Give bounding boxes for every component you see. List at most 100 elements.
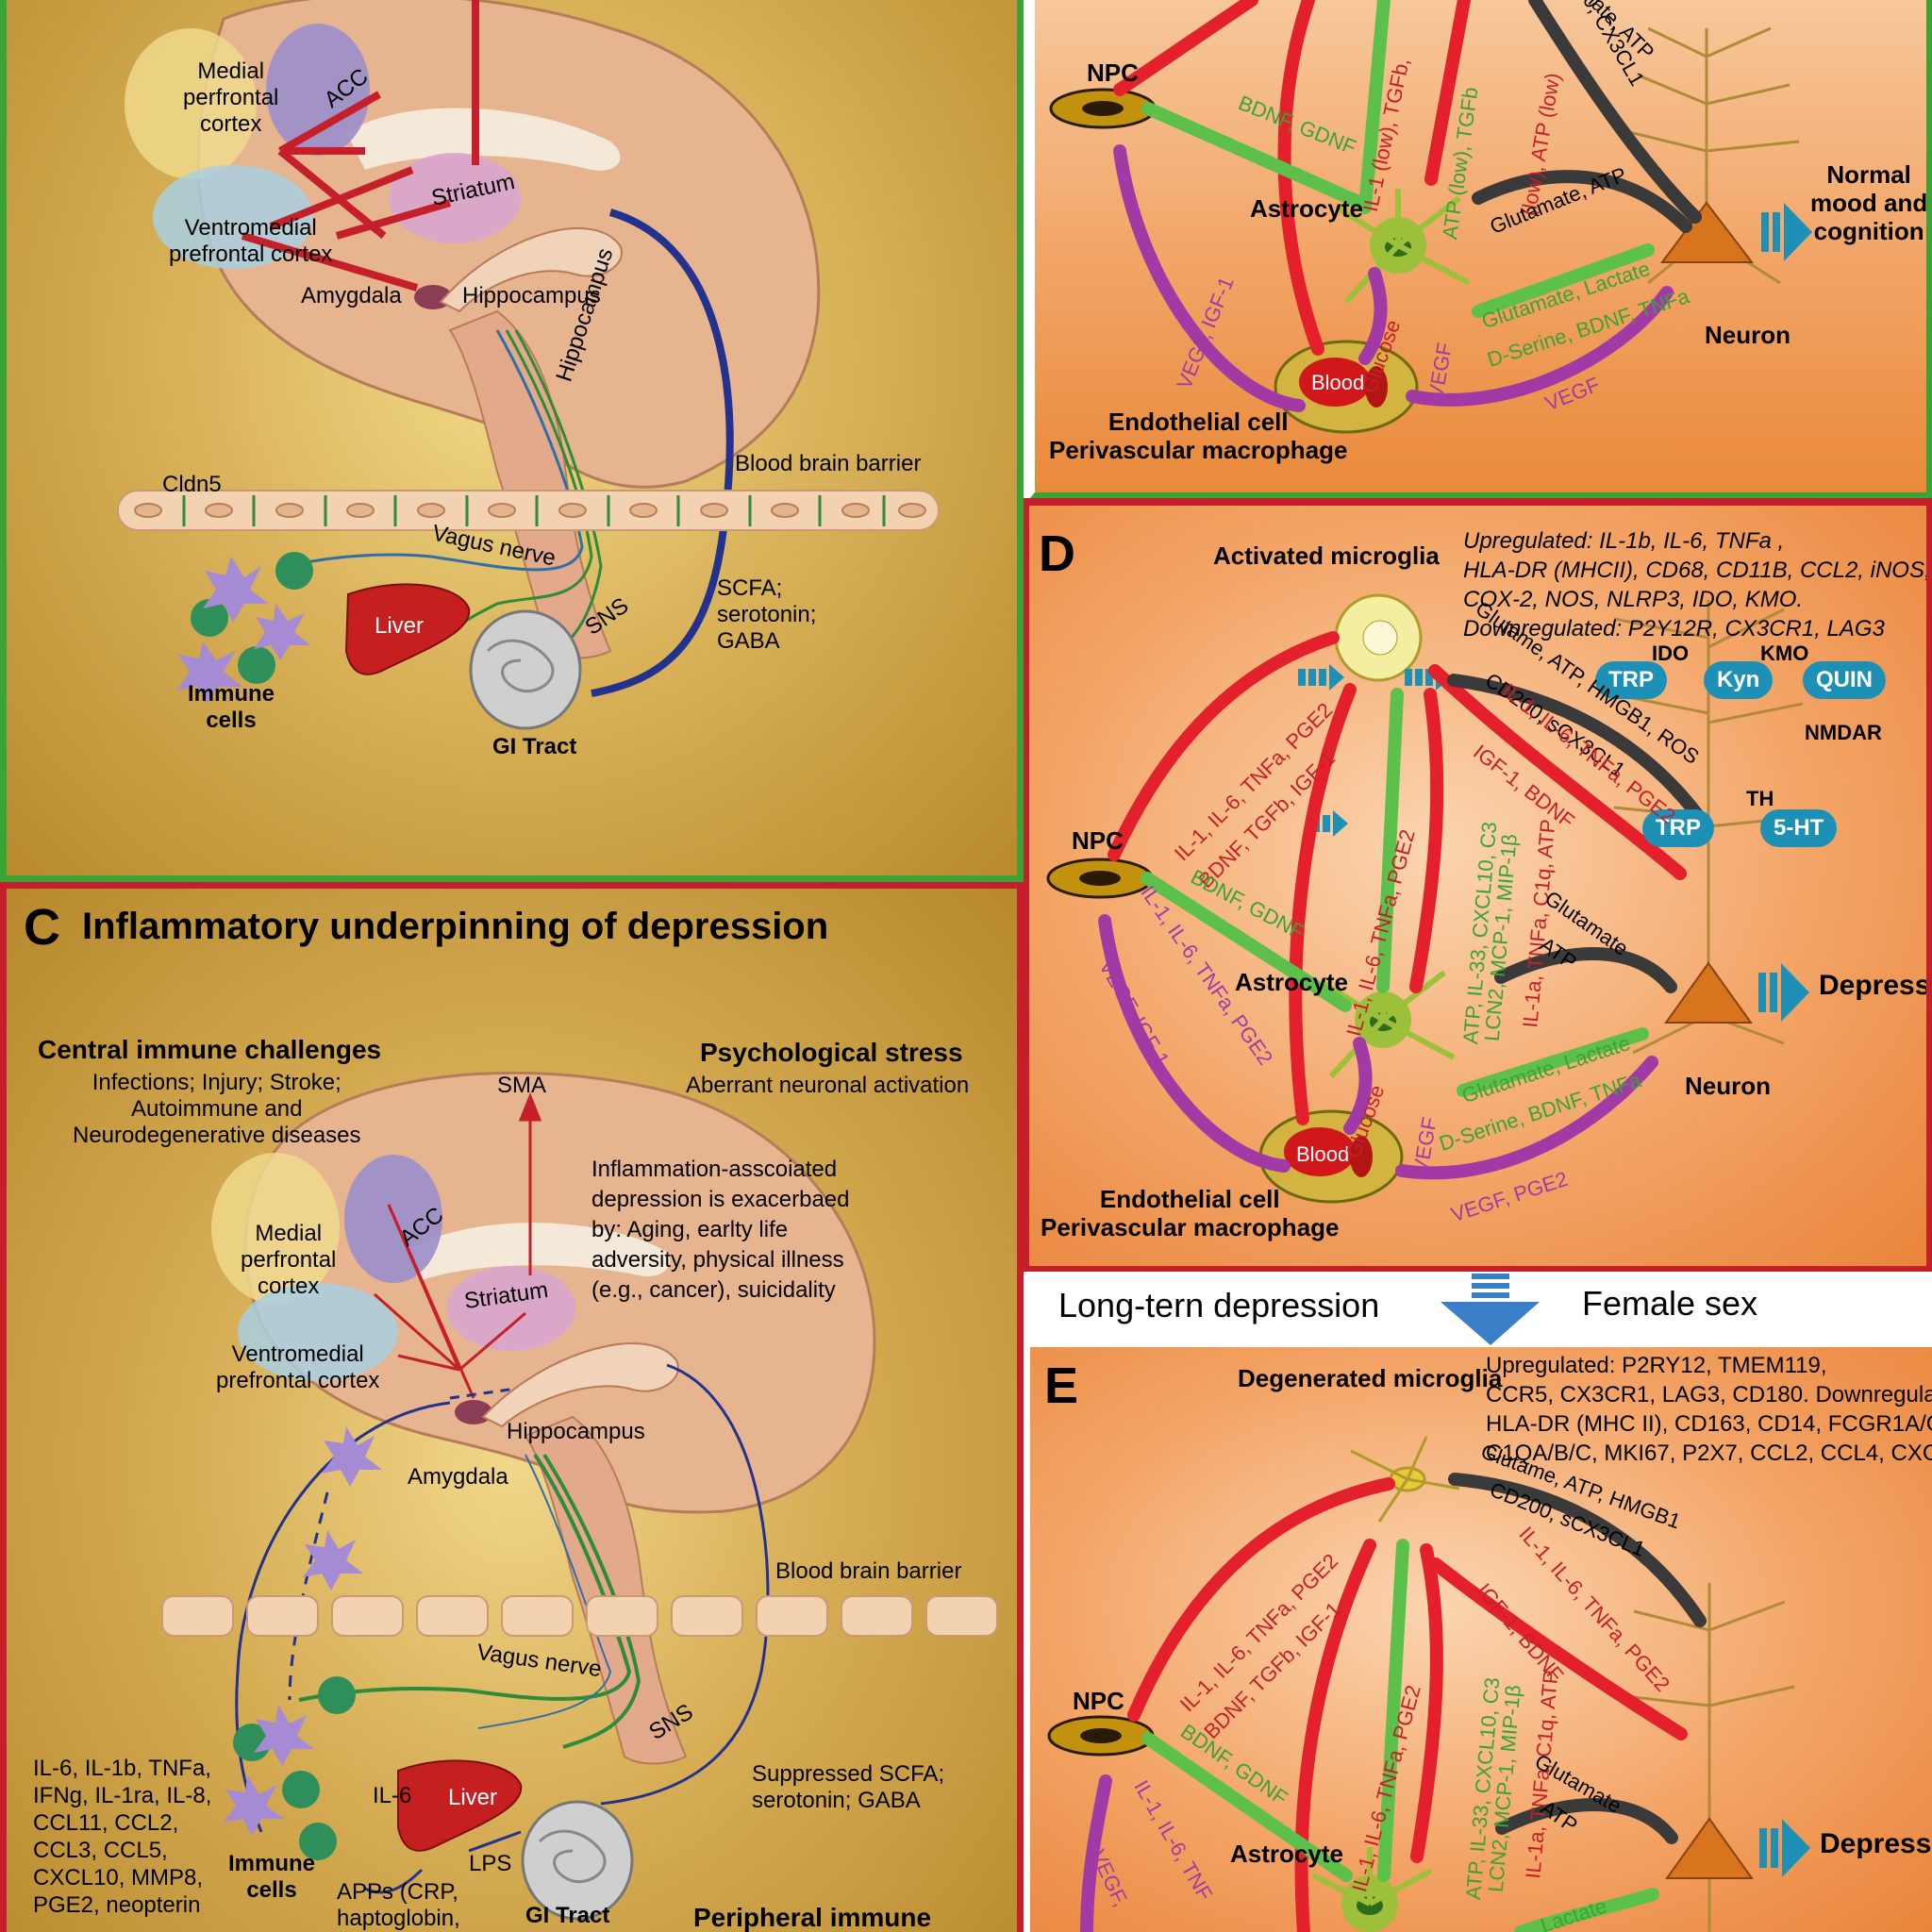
label-blood: Blood <box>1311 371 1365 394</box>
th-label: TH <box>1746 787 1774 810</box>
panel-c-letter: C <box>24 899 60 956</box>
label-npc-d: NPC <box>1072 826 1124 855</box>
trp-pill-2: TRP <box>1642 809 1714 847</box>
label-astrocyte-d: Astrocyte <box>1235 968 1348 996</box>
label-immune-cells-c: Immune cells <box>228 1851 316 1903</box>
neuron-soma-e <box>1665 1817 1754 1879</box>
label-normal-mood: Normal mood and cognition <box>1810 160 1928 245</box>
label-amygdala: Amygdala <box>301 283 402 308</box>
long-term-depression-label: Long-tern depression <box>1058 1286 1380 1324</box>
amygdala-region-c <box>455 1400 492 1424</box>
panel-e-degenerated-microglia: E Degenerated microglia Upregulated: P2R… <box>1030 1347 1932 1932</box>
acc-region <box>266 24 370 156</box>
label-blood-d: Blood <box>1296 1142 1350 1166</box>
panel-c-drawing <box>161 1071 998 1921</box>
psych-stress-title: Psychological stress <box>700 1038 963 1067</box>
kyn-pill: Kyn <box>1704 661 1774 699</box>
label-liver-c: Liver <box>448 1785 498 1810</box>
peripheral-immune-title: Peripheral immune <box>693 1903 932 1932</box>
panel-tr-drawing <box>1049 0 1812 434</box>
label-neuron: Neuron <box>1705 321 1790 349</box>
label-npc: NPC <box>1087 58 1139 87</box>
label-immune-cells: Immune cells <box>188 681 275 733</box>
label-vmpfc: Ventromedial prefrontal cortex <box>169 215 333 267</box>
central-challenges-title: Central immune challenges <box>38 1035 382 1064</box>
nmdar-label: NMDAR <box>1805 721 1882 744</box>
corpus-callosum-c <box>412 1223 671 1280</box>
label-amygdala-c: Amygdala <box>408 1464 508 1490</box>
astrocyte-cell-e <box>1311 1847 1433 1932</box>
liver-shape-c <box>397 1759 523 1852</box>
psych-stress-text: Aberrant neuronal activation <box>686 1073 970 1098</box>
panel-normal-brain-gut: Medial perfrontal cortex ACC Striatum Hi… <box>0 0 1024 882</box>
striatum-region <box>389 153 521 243</box>
label-liver: Liver <box>375 613 425 639</box>
label-endothelial: Endothelial cell Perivascular macrophage <box>1049 408 1348 464</box>
immune-cells-cluster <box>176 552 313 704</box>
panel-c-title: Inflammatory underpinning of depression <box>82 906 829 947</box>
degenerated-microglia-label: Degenerated microglia <box>1238 1364 1503 1392</box>
medial-pfc-region-c <box>211 1153 340 1304</box>
blood-brain-barrier-cells <box>117 490 940 531</box>
label-medial-pfc-c: Medial perfrontal cortex <box>241 1221 337 1299</box>
immune-brain-arrow <box>235 1401 451 1833</box>
label-bbb-c: Blood brain barrier <box>775 1558 962 1584</box>
neuron-soma-d <box>1664 961 1753 1024</box>
kmo-label: KMO <box>1760 641 1809 665</box>
panel-d-drawing <box>1046 593 1809 1204</box>
activated-microglia-cell <box>1334 593 1423 682</box>
label-cldn5: Cldn5 <box>162 472 222 497</box>
liver-shape <box>344 583 471 675</box>
blood-brain-barrier-cells-c <box>161 1595 998 1637</box>
immune-cells-cluster-c <box>224 1426 382 1860</box>
nerve-lines-c <box>298 1453 641 1749</box>
exacerbated-text: Inflammation-asscoiated depression is ex… <box>591 1157 850 1303</box>
signal-arrows <box>1113 0 1702 412</box>
normal-outcome-arrow <box>1761 203 1812 261</box>
label-medial-pfc: Medial perfrontal cortex <box>183 58 279 137</box>
label-npc-e: NPC <box>1073 1687 1124 1715</box>
corpus-callosum <box>346 108 621 171</box>
blood-vessel-d <box>1258 1109 1404 1204</box>
depression-arrow-d <box>1758 963 1809 1022</box>
label-scfa: SCFA; serotonin; GABA <box>717 575 817 654</box>
ht-pill: 5-HT <box>1760 809 1838 847</box>
circuit-arrows <box>241 0 479 291</box>
label-endothelial-d: Endothelial cell Perivascular macrophage <box>1041 1185 1340 1241</box>
signal-arrows-d <box>1098 631 1706 1180</box>
dashed-arrow <box>449 1387 517 1400</box>
suppressed-text: Suppressed SCFA; serotonin; GABA <box>752 1761 945 1813</box>
gi-tract-shape <box>469 609 582 730</box>
quin-pill: QUIN <box>1803 661 1886 699</box>
panel-b-drawing <box>117 0 940 730</box>
degenerated-microglia-cell <box>1350 1436 1460 1523</box>
striatum-region-c <box>447 1266 575 1351</box>
label-neuron-d: Neuron <box>1685 1072 1771 1100</box>
label-il6-c: IL-6 <box>373 1783 412 1808</box>
label-astrocyte-e: Astrocyte <box>1230 1840 1343 1868</box>
panel-d-activated-microglia: D Activated microglia Upregulated: IL-1b… <box>1024 498 1932 1272</box>
trp-pill: TRP <box>1595 661 1667 699</box>
blood-vessel <box>1274 340 1419 434</box>
label-lps-c: LPS <box>469 1851 512 1876</box>
depression-arrow-e <box>1759 1819 1810 1877</box>
gi-tract-shape-c <box>521 1800 634 1921</box>
hippocampus-region-c <box>481 1342 679 1428</box>
panel-e-drawing <box>1047 1436 1810 1932</box>
circuit-arrows-c <box>374 1091 542 1399</box>
transition-arrow <box>1441 1274 1540 1345</box>
label-gi-tract-c: GI Tract <box>525 1903 610 1928</box>
regulation-list-d: Upregulated: IL-1b, IL-6, TNFa , HLA-DR … <box>1463 528 1931 641</box>
label-gi-tract: GI Tract <box>492 734 577 759</box>
label-depression-d: Depression <box>1819 970 1931 1001</box>
label-hippocampus-2: Hippocampus <box>462 283 601 308</box>
medial-pfc-region <box>125 28 257 179</box>
hippocampus-region <box>439 227 623 313</box>
label-depression-e: Depression <box>1820 1828 1932 1859</box>
label-astrocyte: Astrocyte <box>1250 194 1363 223</box>
panel-c-inflammatory: C Inflammatory underpinning of depressio… <box>0 882 1024 1932</box>
gut-brain-blue-arrow-c <box>600 1363 770 1806</box>
regulation-list-e: Upregulated: P2RY12, TMEM119, CCR5, CX3C… <box>1486 1353 1932 1466</box>
panel-d-letter: D <box>1039 525 1075 582</box>
label-vmpfc-c: Ventromedial prefrontal cortex <box>216 1341 380 1393</box>
